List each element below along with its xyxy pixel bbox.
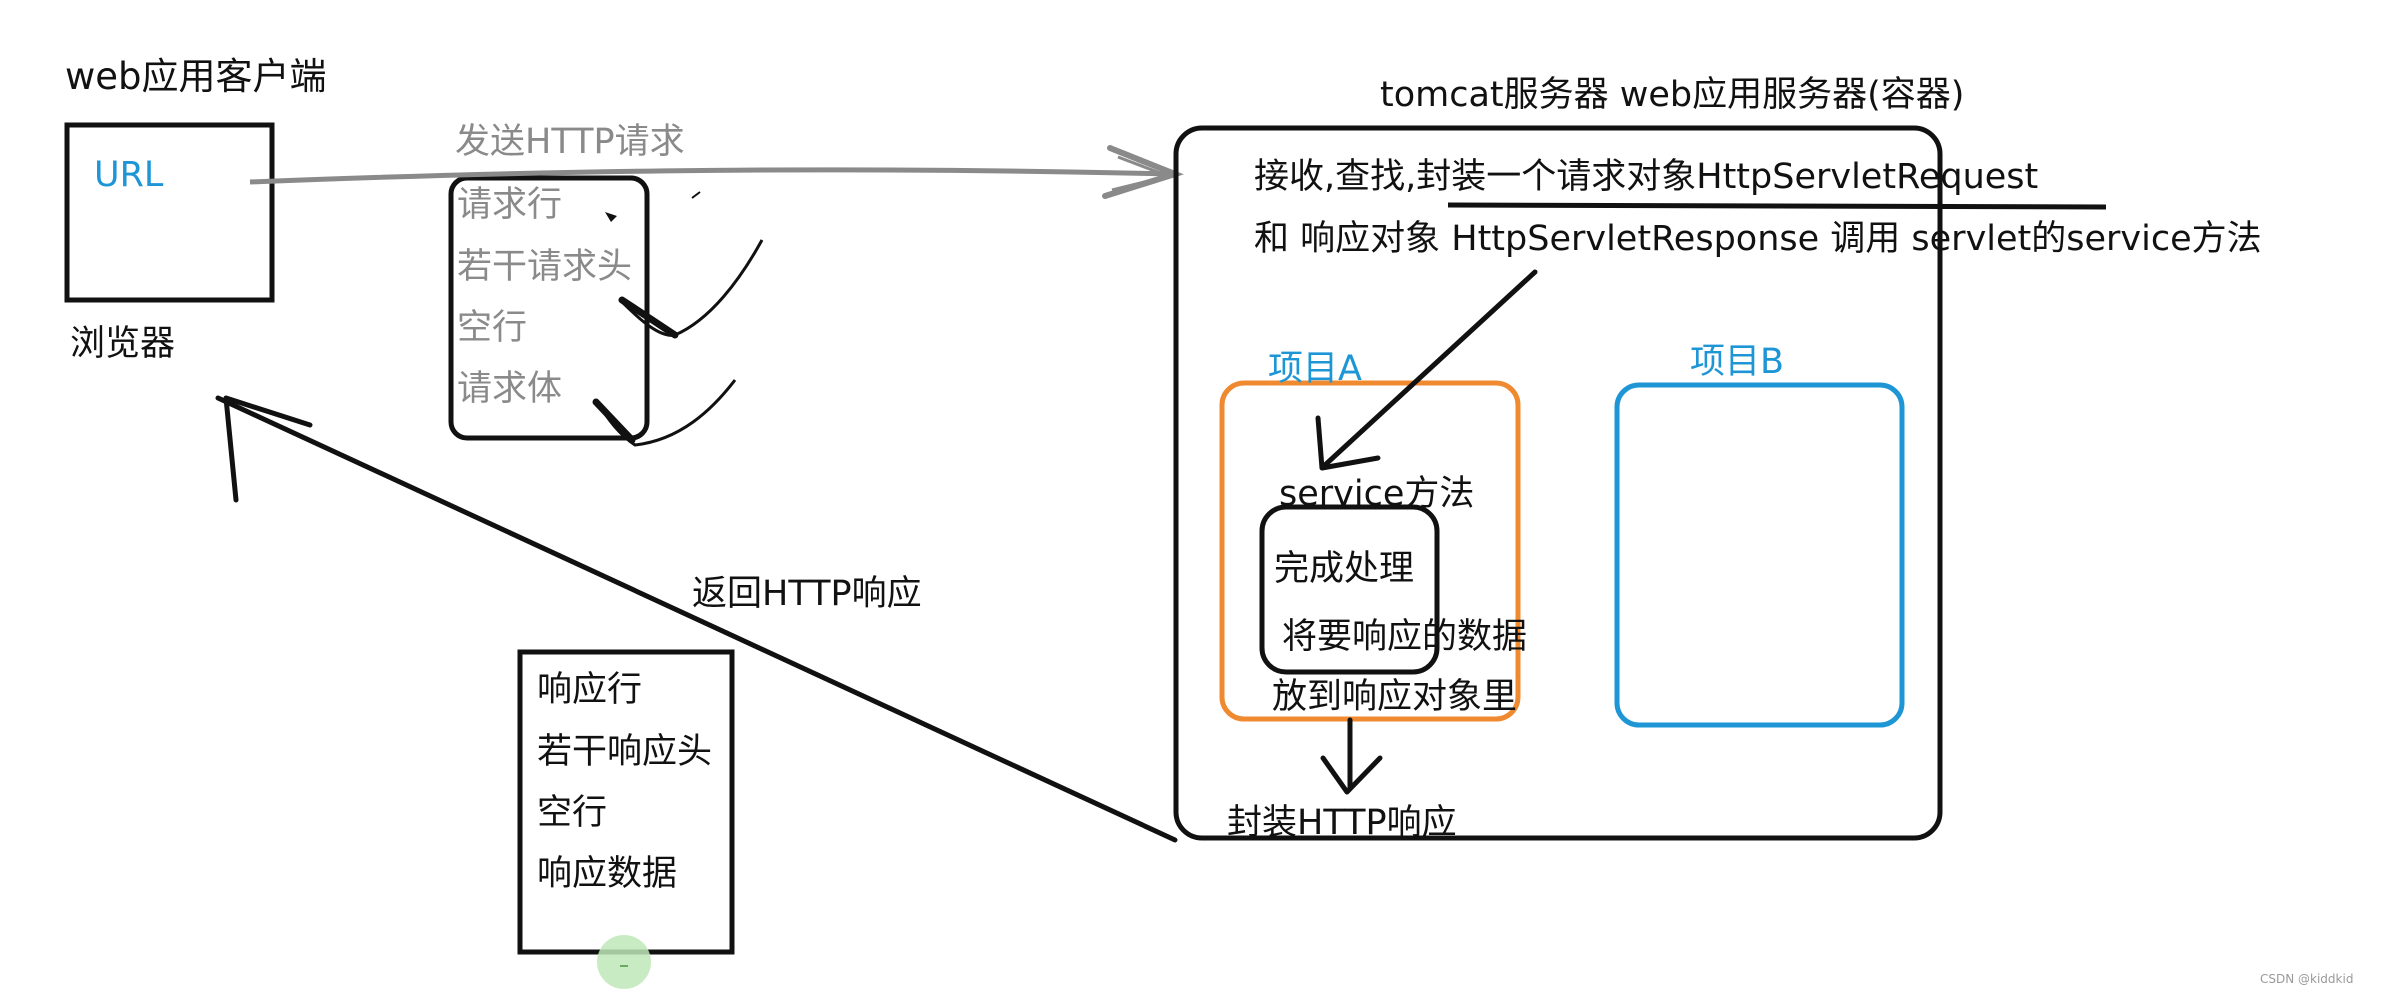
wrap-response-label: 封装HTTP响应 [1227, 803, 1457, 843]
response-blank-line-label: 空行 [537, 793, 608, 833]
project-b-box [1614, 382, 1905, 728]
cursor-marker [597, 935, 651, 989]
server-line2: 和 响应对象 HttpServletResponse 调用 servlet的se… [1254, 219, 2262, 259]
process-done-label: 完成处理 [1274, 549, 1415, 589]
server-container [1173, 125, 1943, 841]
server-title: tomcat服务器 web应用服务器(容器) [1380, 75, 1965, 115]
line1-underline [1447, 202, 2107, 210]
invoke-arrow [1322, 269, 1538, 468]
request-arrow-label: 发送HTTP请求 [455, 122, 685, 162]
request-scribble [592, 398, 636, 444]
service-method-label: service方法 [1279, 474, 1475, 514]
process-box [1259, 504, 1440, 675]
request-scribble [605, 212, 617, 222]
server-line1: 接收,查找,封装一个请求对象HttpServletRequest [1254, 157, 2039, 197]
request-body-label: 请求体 [457, 369, 563, 409]
request-line-label: 请求行 [457, 185, 563, 225]
response-headers-label: 若干响应头 [537, 732, 713, 772]
put-data-label-2: 放到响应对象里 [1272, 677, 1518, 717]
project-a-label: 项目A [1268, 349, 1362, 389]
invoke-arrow-head [1315, 415, 1381, 471]
request-blank-line-label: 空行 [457, 308, 528, 348]
request-packet-box [448, 175, 650, 441]
watermark: CSDN @kiddkid [2260, 972, 2354, 986]
response-arrow-label: 返回HTTP响应 [692, 574, 922, 614]
request-headers-label: 若干请求头 [457, 247, 633, 287]
browser-label: 浏览器 [70, 324, 176, 364]
response-data-label: 响应数据 [537, 854, 678, 894]
wrap-arrow-head [1320, 755, 1383, 795]
request-scribble [691, 191, 701, 199]
request-arrow [249, 167, 1171, 185]
put-data-label-1: 将要响应的数据 [1282, 617, 1528, 657]
response-arrow-head [223, 395, 313, 503]
request-scribble [618, 296, 679, 339]
project-b-label: 项目B [1690, 342, 1785, 382]
client-title: web应用客户端 [65, 55, 327, 98]
request-arrow-head [1111, 155, 1174, 192]
client-url-box [64, 122, 275, 303]
request-scribble [618, 239, 764, 337]
url-label: URL [94, 155, 164, 195]
project-a-box [1219, 380, 1521, 722]
response-arrow [215, 395, 1178, 843]
response-line-label: 响应行 [537, 670, 643, 710]
request-scribble [594, 379, 737, 447]
